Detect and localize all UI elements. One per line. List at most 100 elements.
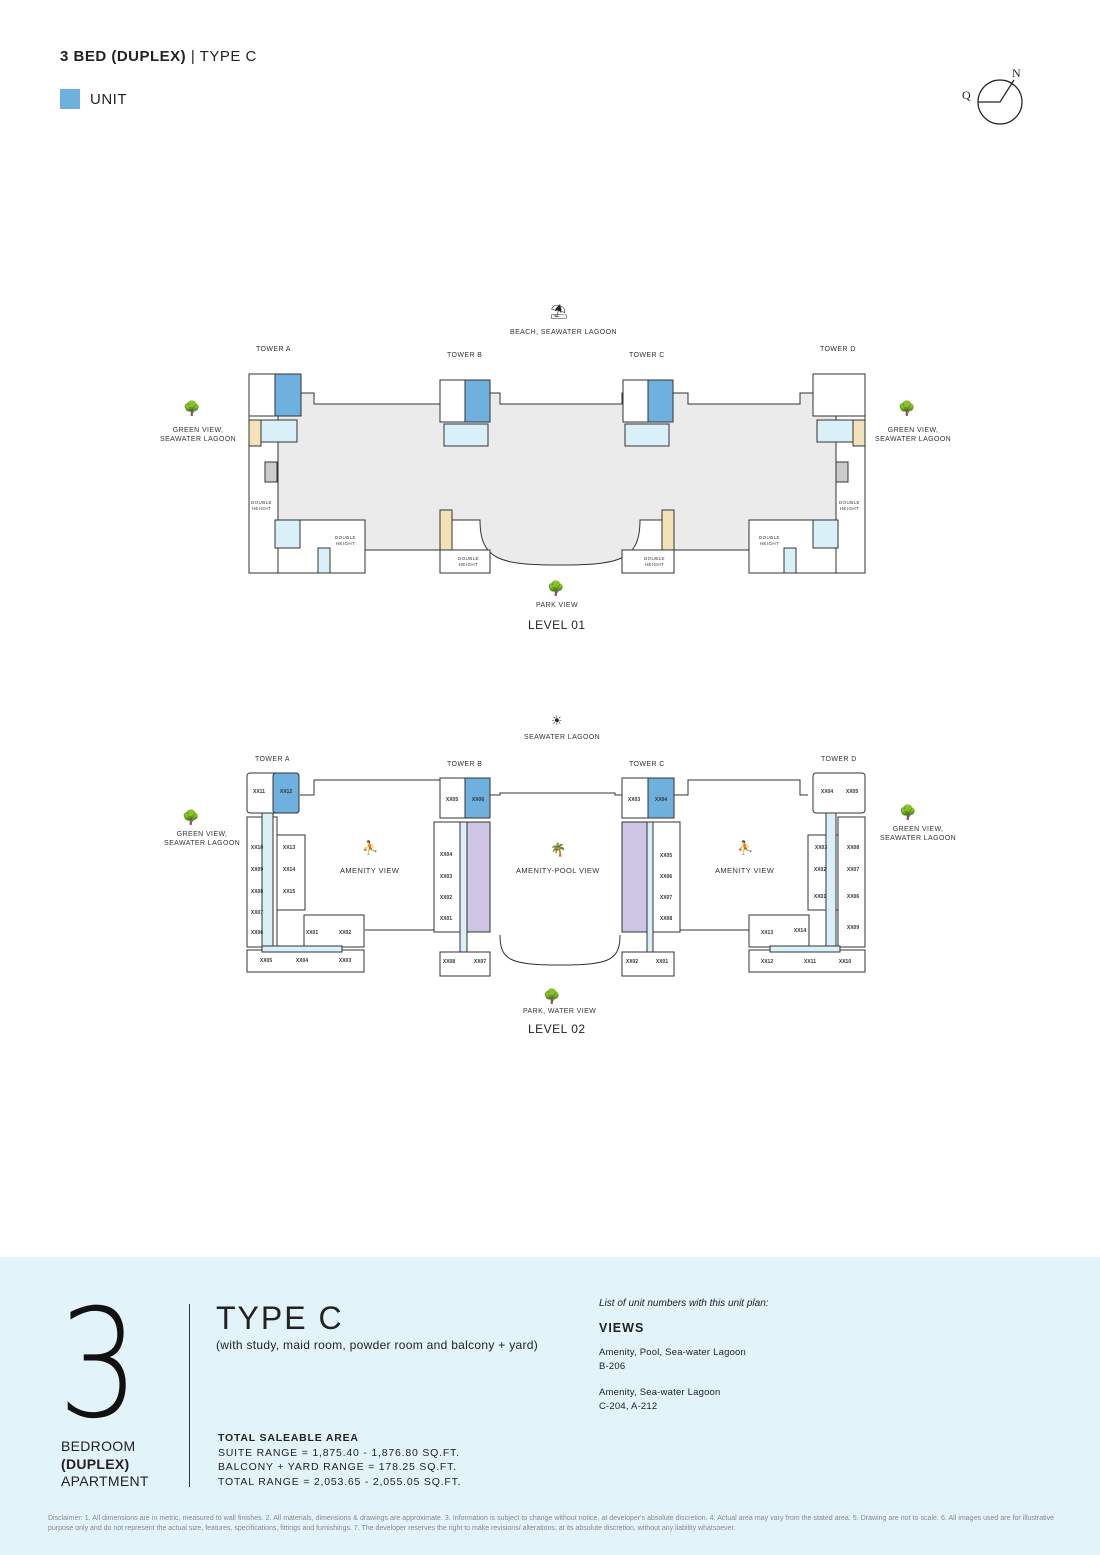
unit-label: XX14 bbox=[282, 867, 296, 873]
level02-tower-d: TOWER D bbox=[821, 756, 857, 763]
unit-label: XX03 bbox=[814, 845, 828, 851]
unit-label: XX07 bbox=[659, 895, 673, 901]
unit-label: XX08 bbox=[659, 916, 673, 922]
level02-tower-b: TOWER B bbox=[447, 761, 483, 768]
unit-type-subtitle: (with study, maid room, powder room and … bbox=[216, 1338, 539, 1352]
unit-label: XX06 bbox=[659, 874, 673, 880]
amenity-view-a: AMENITY VIEW bbox=[340, 866, 400, 875]
unit-label: XX04 bbox=[820, 789, 834, 795]
bedroom-type: BEDROOM(DUPLEX)APARTMENT bbox=[61, 1438, 149, 1489]
unit-label: XX13 bbox=[282, 845, 296, 851]
unit-label-highlighted: XX12 bbox=[279, 789, 293, 795]
legend-label: UNIT bbox=[90, 90, 127, 108]
unit-label: XX08 bbox=[250, 889, 264, 895]
unit-label: XX01 bbox=[813, 894, 827, 900]
level02-bottom-view: PARK, WATER VIEW bbox=[523, 1008, 597, 1015]
unit-label: XX11 bbox=[253, 789, 265, 795]
unit-label: XX05 bbox=[259, 958, 273, 964]
compass-icon: N Q bbox=[958, 66, 1028, 128]
divider bbox=[189, 1304, 190, 1487]
unit-label: XX03 bbox=[627, 797, 641, 803]
unit-label: XX02 bbox=[439, 895, 453, 901]
level01-top-view: BEACH, SEAWATER LAGOON bbox=[510, 329, 617, 336]
unit-type-title: TYPE C bbox=[216, 1300, 344, 1336]
unit-label: XX01 bbox=[439, 916, 453, 922]
level02-top-view: SEAWATER LAGOON bbox=[524, 734, 601, 741]
tree-icon: 🌳 bbox=[183, 400, 201, 416]
level01-tower-b: TOWER B bbox=[447, 352, 483, 359]
legend: UNIT bbox=[60, 89, 127, 109]
unit-label: XX07 bbox=[473, 959, 487, 965]
level02-tower-a: TOWER A bbox=[255, 756, 290, 763]
amenity-icon: ⛹ bbox=[737, 840, 754, 855]
unit-label: XX04 bbox=[439, 852, 453, 858]
unit-label: XX06 bbox=[250, 930, 264, 936]
views-heading: VIEWS bbox=[599, 1321, 645, 1335]
level01-tower-a: TOWER A bbox=[256, 346, 291, 353]
unit-label: XX03 bbox=[338, 958, 352, 964]
unit-label: XX02 bbox=[813, 867, 827, 873]
unit-list-heading: List of unit numbers with this unit plan… bbox=[599, 1298, 769, 1309]
bedroom-count: 3 bbox=[58, 1278, 140, 1452]
unit-label: XX05 bbox=[445, 797, 459, 803]
tree-icon: 🌳 bbox=[899, 804, 917, 820]
level02-tower-c: TOWER C bbox=[629, 761, 665, 768]
park-icon: 🌳 bbox=[543, 988, 561, 1004]
unit-label: XX08 bbox=[442, 959, 456, 965]
unit-label: XX10 bbox=[250, 845, 264, 851]
park-icon: 🌳 bbox=[547, 580, 565, 596]
level01-left-view: GREEN VIEW,SEAWATER LAGOON bbox=[160, 427, 237, 443]
level02-right-view: GREEN VIEW,SEAWATER LAGOON bbox=[880, 826, 957, 842]
unit-label: XX07 bbox=[846, 867, 860, 873]
page-title: 3 BED (DUPLEX) | TYPE C bbox=[60, 48, 257, 65]
tree-icon: 🌳 bbox=[898, 400, 916, 416]
amenity-pool-view: AMENITY-POOL VIEW bbox=[516, 866, 600, 875]
saleable-area: TOTAL SALEABLE AREA SUITE RANGE = 1,875.… bbox=[218, 1432, 462, 1488]
pool-icon: 🌴 bbox=[550, 842, 567, 857]
unit-label: XX11 bbox=[804, 959, 816, 965]
unit-label: XX01 bbox=[305, 930, 319, 936]
disclaimer: Disclaimer: 1. All dimensions are in met… bbox=[48, 1515, 1054, 1532]
tree-icon: 🌳 bbox=[182, 809, 200, 825]
level01-plan bbox=[246, 373, 866, 977]
summary-panel bbox=[0, 1257, 1100, 1555]
unit-label: XX06 bbox=[846, 894, 860, 900]
unit-swatch bbox=[60, 89, 80, 109]
unit-label: XX04 bbox=[295, 958, 309, 964]
level01-tower-c: TOWER C bbox=[629, 352, 665, 359]
level01-title: LEVEL 01 bbox=[528, 618, 586, 632]
unit-label: XX07 bbox=[250, 910, 264, 916]
sunset-icon: ☀ bbox=[551, 713, 563, 728]
level01-tower-d: TOWER D bbox=[820, 346, 856, 353]
unit-label: XX15 bbox=[282, 889, 296, 895]
unit-label: XX02 bbox=[625, 959, 639, 965]
unit-label-highlighted: XX06 bbox=[471, 797, 485, 803]
unit-label: XX09 bbox=[250, 867, 264, 873]
level02-title: LEVEL 02 bbox=[528, 1022, 586, 1036]
unit-label: XX14 bbox=[793, 928, 807, 934]
unit-label: XX10 bbox=[838, 959, 852, 965]
unit-label: XX05 bbox=[845, 789, 859, 795]
beach-umbrella-icon: ⛱ bbox=[550, 303, 568, 319]
unit-label: XX12 bbox=[760, 959, 774, 965]
level01-right-view: GREEN VIEW,SEAWATER LAGOON bbox=[875, 427, 952, 443]
unit-label: XX03 bbox=[439, 874, 453, 880]
level01-bottom-view: PARK VIEW bbox=[536, 602, 578, 609]
amenity-view-d: AMENITY VIEW bbox=[715, 866, 775, 875]
unit-label: XX02 bbox=[338, 930, 352, 936]
unit-label: XX09 bbox=[846, 925, 860, 931]
amenity-icon: ⛹ bbox=[362, 840, 379, 855]
unit-label: XX05 bbox=[659, 853, 673, 859]
unit-label: XX08 bbox=[846, 845, 860, 851]
unit-label-highlighted: XX04 bbox=[654, 797, 668, 803]
level02-left-view: GREEN VIEW,SEAWATER LAGOON bbox=[164, 831, 241, 847]
unit-label: XX01 bbox=[655, 959, 669, 965]
